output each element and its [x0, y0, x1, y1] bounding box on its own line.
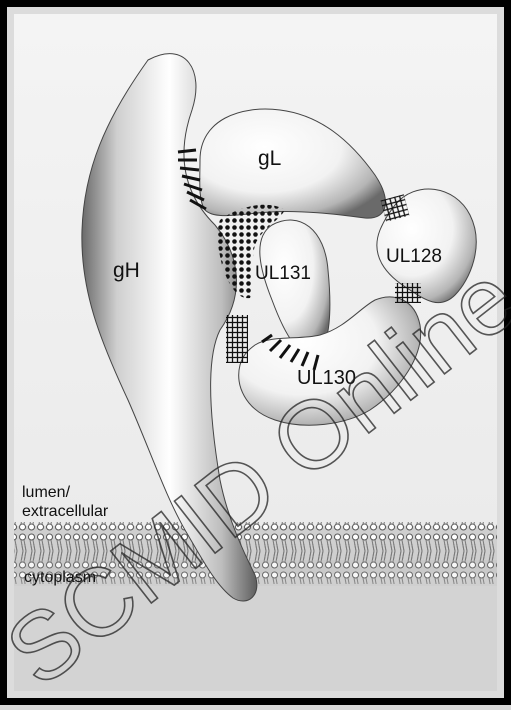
gL-label: gL [258, 147, 281, 170]
UL128-label: UL128 [386, 246, 442, 267]
UL131-label: UL131 [255, 263, 311, 284]
lumen-label-line2: extracellular [22, 503, 109, 520]
interface-crosshatch-gh-ul130 [226, 315, 248, 363]
gH-label: gH [113, 259, 140, 282]
lumen-label-line1: lumen/ [22, 484, 71, 501]
